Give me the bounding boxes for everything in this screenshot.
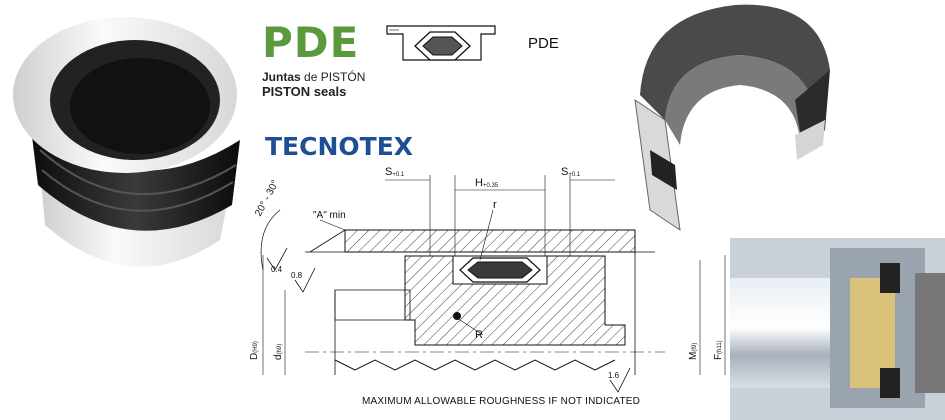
- label-r-small: r: [493, 199, 497, 211]
- roughness-footnote: MAXIMUM ALLOWABLE ROUGHNESS IF NOT INDIC…: [362, 396, 641, 407]
- label-r-large: R: [475, 329, 483, 341]
- dim-d: d(h9): [273, 344, 284, 360]
- cutaway-photo: [625, 0, 945, 235]
- manufacturer-logo: TECNOTEX: [265, 132, 414, 161]
- subtitle-spanish: Juntas de PISTÓN: [262, 70, 365, 84]
- dim-F: F(h11): [713, 340, 724, 360]
- subtitle-spanish-bold: Juntas: [262, 70, 301, 84]
- roughness-16: 1.6: [608, 371, 620, 380]
- label-a-min: "A" min: [313, 210, 346, 221]
- subtitle-english: PISTON seals: [262, 84, 347, 99]
- brand-title: PDE: [262, 18, 360, 67]
- dim-D: D(H9): [249, 341, 260, 360]
- seal-photo: [13, 17, 240, 267]
- dim-s-right: S+0.1: [561, 166, 581, 178]
- technical-drawing: S+0.1 H+0.35 S+0.1 r R "A" min 20° - 30°…: [249, 166, 726, 393]
- roughness-08: 0.8: [291, 271, 303, 280]
- piston-photo: [730, 238, 945, 420]
- dim-M: M(f9): [688, 343, 699, 360]
- subtitle-spanish-rest: de PISTÓN: [300, 70, 366, 84]
- dim-h: H+0.35: [475, 177, 499, 189]
- profile-code-label: PDE: [528, 35, 559, 52]
- profile-section-icon: [386, 25, 496, 61]
- dim-s-left: S+0.1: [385, 166, 405, 178]
- roughness-04: 0.4: [271, 265, 283, 274]
